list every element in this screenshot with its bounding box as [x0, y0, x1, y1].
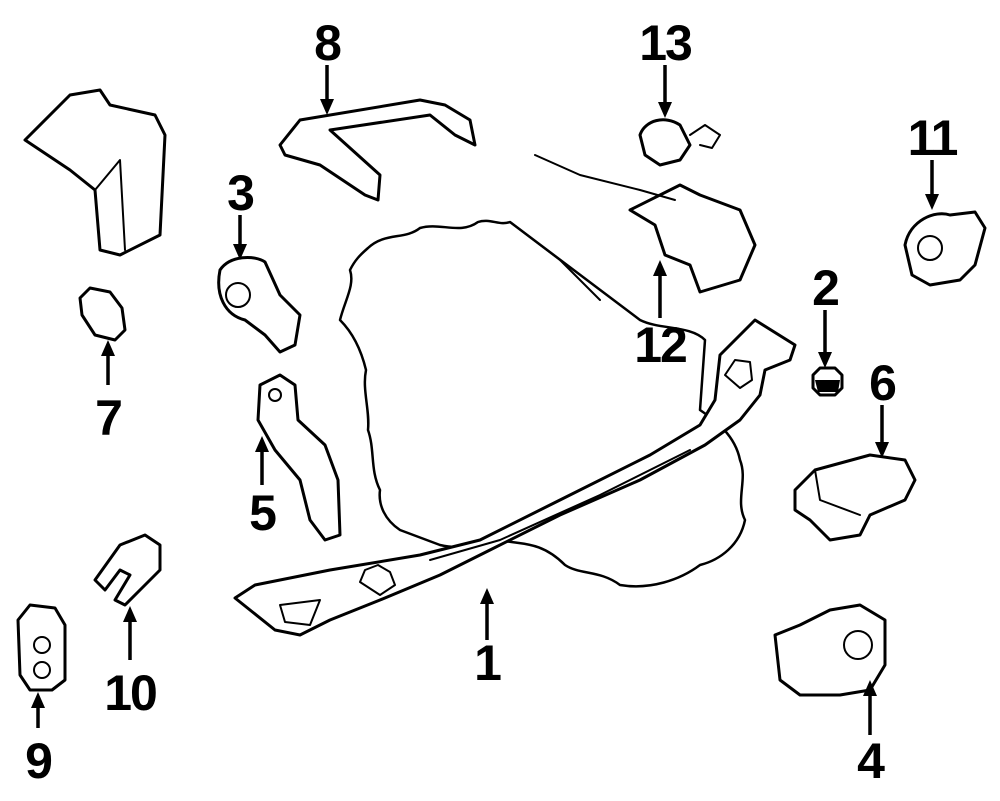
arrow-6-head [875, 442, 889, 458]
callout-4: 4 [857, 733, 885, 789]
callout-13: 13 [639, 15, 691, 71]
engine-mount-3-bushing [225, 282, 251, 308]
engine-mount-11-bushing [917, 235, 943, 261]
bracket-8 [278, 98, 477, 202]
callout-5: 5 [249, 485, 276, 541]
callout-11: 11 [908, 110, 958, 166]
arrow-7-head [101, 340, 115, 356]
pad-7 [78, 286, 127, 342]
callout-6: 6 [869, 355, 895, 411]
engine-mount-13 [638, 118, 692, 167]
engine-mount-6-detail [814, 469, 861, 516]
arrow-12-head [653, 260, 667, 276]
bracket-5 [256, 373, 342, 542]
callout-9: 9 [25, 733, 51, 789]
arrow-2-head [818, 352, 832, 368]
engine-mount-12-rod [534, 154, 676, 201]
bracket-10 [93, 533, 162, 607]
callout-2: 2 [812, 260, 838, 316]
arrows [31, 65, 939, 735]
arrow-13-head [658, 102, 672, 118]
heat-shield-detail [94, 159, 126, 251]
crossmember-detail [724, 359, 753, 389]
arrow-10-head [123, 606, 137, 622]
arrow-4-head [863, 680, 877, 696]
callout-3: 3 [227, 165, 253, 221]
callout-10: 10 [104, 665, 156, 721]
nut-shading [815, 380, 840, 392]
bracket-5-hole [268, 388, 282, 402]
crossmember-detail [359, 564, 396, 596]
arrow-1-head [480, 588, 494, 604]
arrow-5-head [255, 436, 269, 452]
callout-1: 1 [474, 635, 501, 691]
mount-9 [16, 603, 67, 692]
engine-outline [338, 219, 747, 588]
callout-12: 12 [634, 317, 686, 373]
engine-mount-12 [628, 183, 757, 294]
callout-labels: 1 2 3 4 5 6 7 8 9 10 11 12 13 [25, 15, 960, 789]
crossmember-detail [279, 599, 321, 626]
engine-mount-3 [217, 256, 302, 354]
mount-9-hole [33, 661, 51, 679]
engine-detail [509, 221, 601, 301]
engine-mount-11 [903, 210, 987, 287]
heat-shield [23, 88, 167, 257]
engine-mount-13-tab [689, 124, 721, 149]
engine-mount-6 [793, 453, 917, 542]
callout-7: 7 [95, 390, 121, 446]
crossmember-detail [429, 449, 691, 561]
arrow-11-head [925, 194, 939, 210]
callout-8: 8 [314, 15, 341, 71]
arrow-8-head [320, 99, 334, 115]
arrow-3-head [233, 244, 247, 260]
engine-mount-4 [773, 603, 887, 697]
engine-mount-4-bushing [843, 630, 873, 660]
arrow-9-head [31, 692, 45, 708]
mount-9-hole [33, 636, 51, 654]
